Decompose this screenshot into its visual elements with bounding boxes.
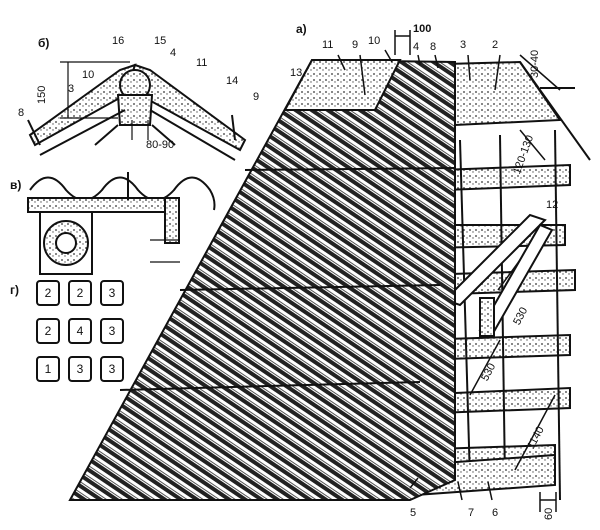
dim-60: 60 [543, 507, 555, 520]
callout-a-10: 10 [368, 35, 381, 47]
callout-a-8: 8 [430, 41, 437, 53]
callout-b-3: 3 [68, 83, 75, 95]
callout-a-7: 7 [468, 507, 475, 519]
dim-30-40: 30-40 [529, 49, 541, 78]
layout-tile: 2 [36, 318, 60, 344]
view-v-letter: в) [10, 178, 22, 192]
callout-b-11: 11 [196, 57, 208, 69]
callout-b-4: 4 [170, 47, 177, 59]
layout-tile: 3 [68, 356, 92, 382]
dim-80-90: 80-90 [146, 139, 175, 151]
callout-a-4: 4 [413, 41, 420, 53]
ridge-section [27, 61, 247, 161]
view-a-letter: а) [296, 22, 307, 36]
layout-tile: 1 [36, 356, 60, 382]
layout-tile: 3 [100, 356, 124, 382]
callout-b-14: 14 [226, 75, 239, 87]
callout-a-13: 13 [290, 67, 303, 79]
view-g-letter: г) [10, 283, 19, 297]
callout-a-12: 12 [546, 199, 559, 211]
callout-a-6: 6 [492, 507, 499, 519]
callout-b-16: 16 [112, 35, 125, 47]
callout-a-3: 3 [460, 39, 467, 51]
layout-tile: 3 [100, 280, 124, 306]
dimension-lines-a [337, 30, 561, 512]
callout-a-9: 9 [352, 39, 359, 51]
view-b-letter: б) [38, 36, 50, 50]
corrugated-sheeting [68, 58, 456, 501]
layout-tile: 2 [36, 280, 60, 306]
callout-a-5: 5 [410, 507, 417, 519]
callout-b-10: 10 [82, 69, 95, 81]
callout-b-8: 8 [18, 107, 25, 119]
callout-b-9: 9 [253, 91, 260, 103]
callout-a-11: 11 [322, 39, 334, 51]
layout-tile: 2 [68, 280, 92, 306]
callout-a-2: 2 [492, 39, 499, 51]
layout-tile: 3 [100, 318, 124, 344]
sheet-overlaps [119, 167, 456, 391]
ridge-cap [283, 59, 402, 111]
callout-b-15: 15 [154, 35, 167, 47]
layout-tile: 4 [68, 318, 92, 344]
sheet-profile-detail [27, 172, 216, 275]
dim-150: 150 [36, 85, 48, 104]
dim-100: 100 [413, 23, 432, 35]
